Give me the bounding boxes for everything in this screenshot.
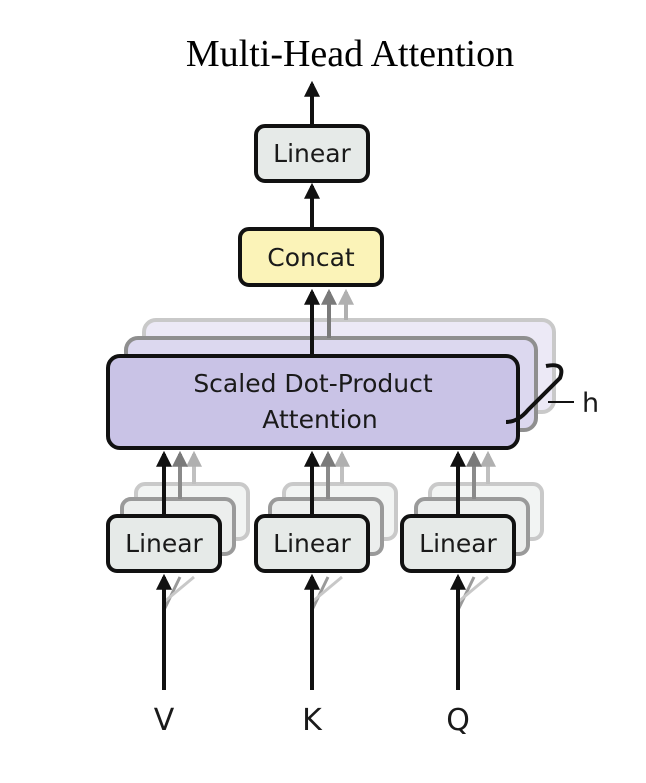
concat-label: Concat xyxy=(267,243,355,272)
input-branch-shadows xyxy=(162,575,489,611)
linear-v-label: Linear xyxy=(125,529,203,558)
attention-label-line2: Attention xyxy=(262,405,377,434)
heads-bracket xyxy=(505,363,564,424)
concat-block: Concat xyxy=(238,227,384,287)
scaled-dot-product-attention-block: Scaled Dot-Product Attention xyxy=(106,354,520,450)
heads-label: h xyxy=(582,388,599,419)
input-label-q: Q xyxy=(446,703,470,738)
input-label-k: K xyxy=(302,703,323,738)
linear-q-label: Linear xyxy=(419,529,497,558)
linear-q-block: Linear xyxy=(400,514,516,573)
linear-k-label: Linear xyxy=(273,529,351,558)
linear-to-attention-arrows xyxy=(156,450,496,516)
output-linear-block: Linear xyxy=(254,124,370,183)
input-label-v: V xyxy=(154,703,175,738)
diagram-title: Multi-Head Attention xyxy=(186,33,514,75)
attention-label-line1: Scaled Dot-Product xyxy=(193,369,433,398)
linear-v-block: Linear xyxy=(106,514,222,573)
output-linear-label: Linear xyxy=(273,139,351,168)
linear-k-block: Linear xyxy=(254,514,370,573)
